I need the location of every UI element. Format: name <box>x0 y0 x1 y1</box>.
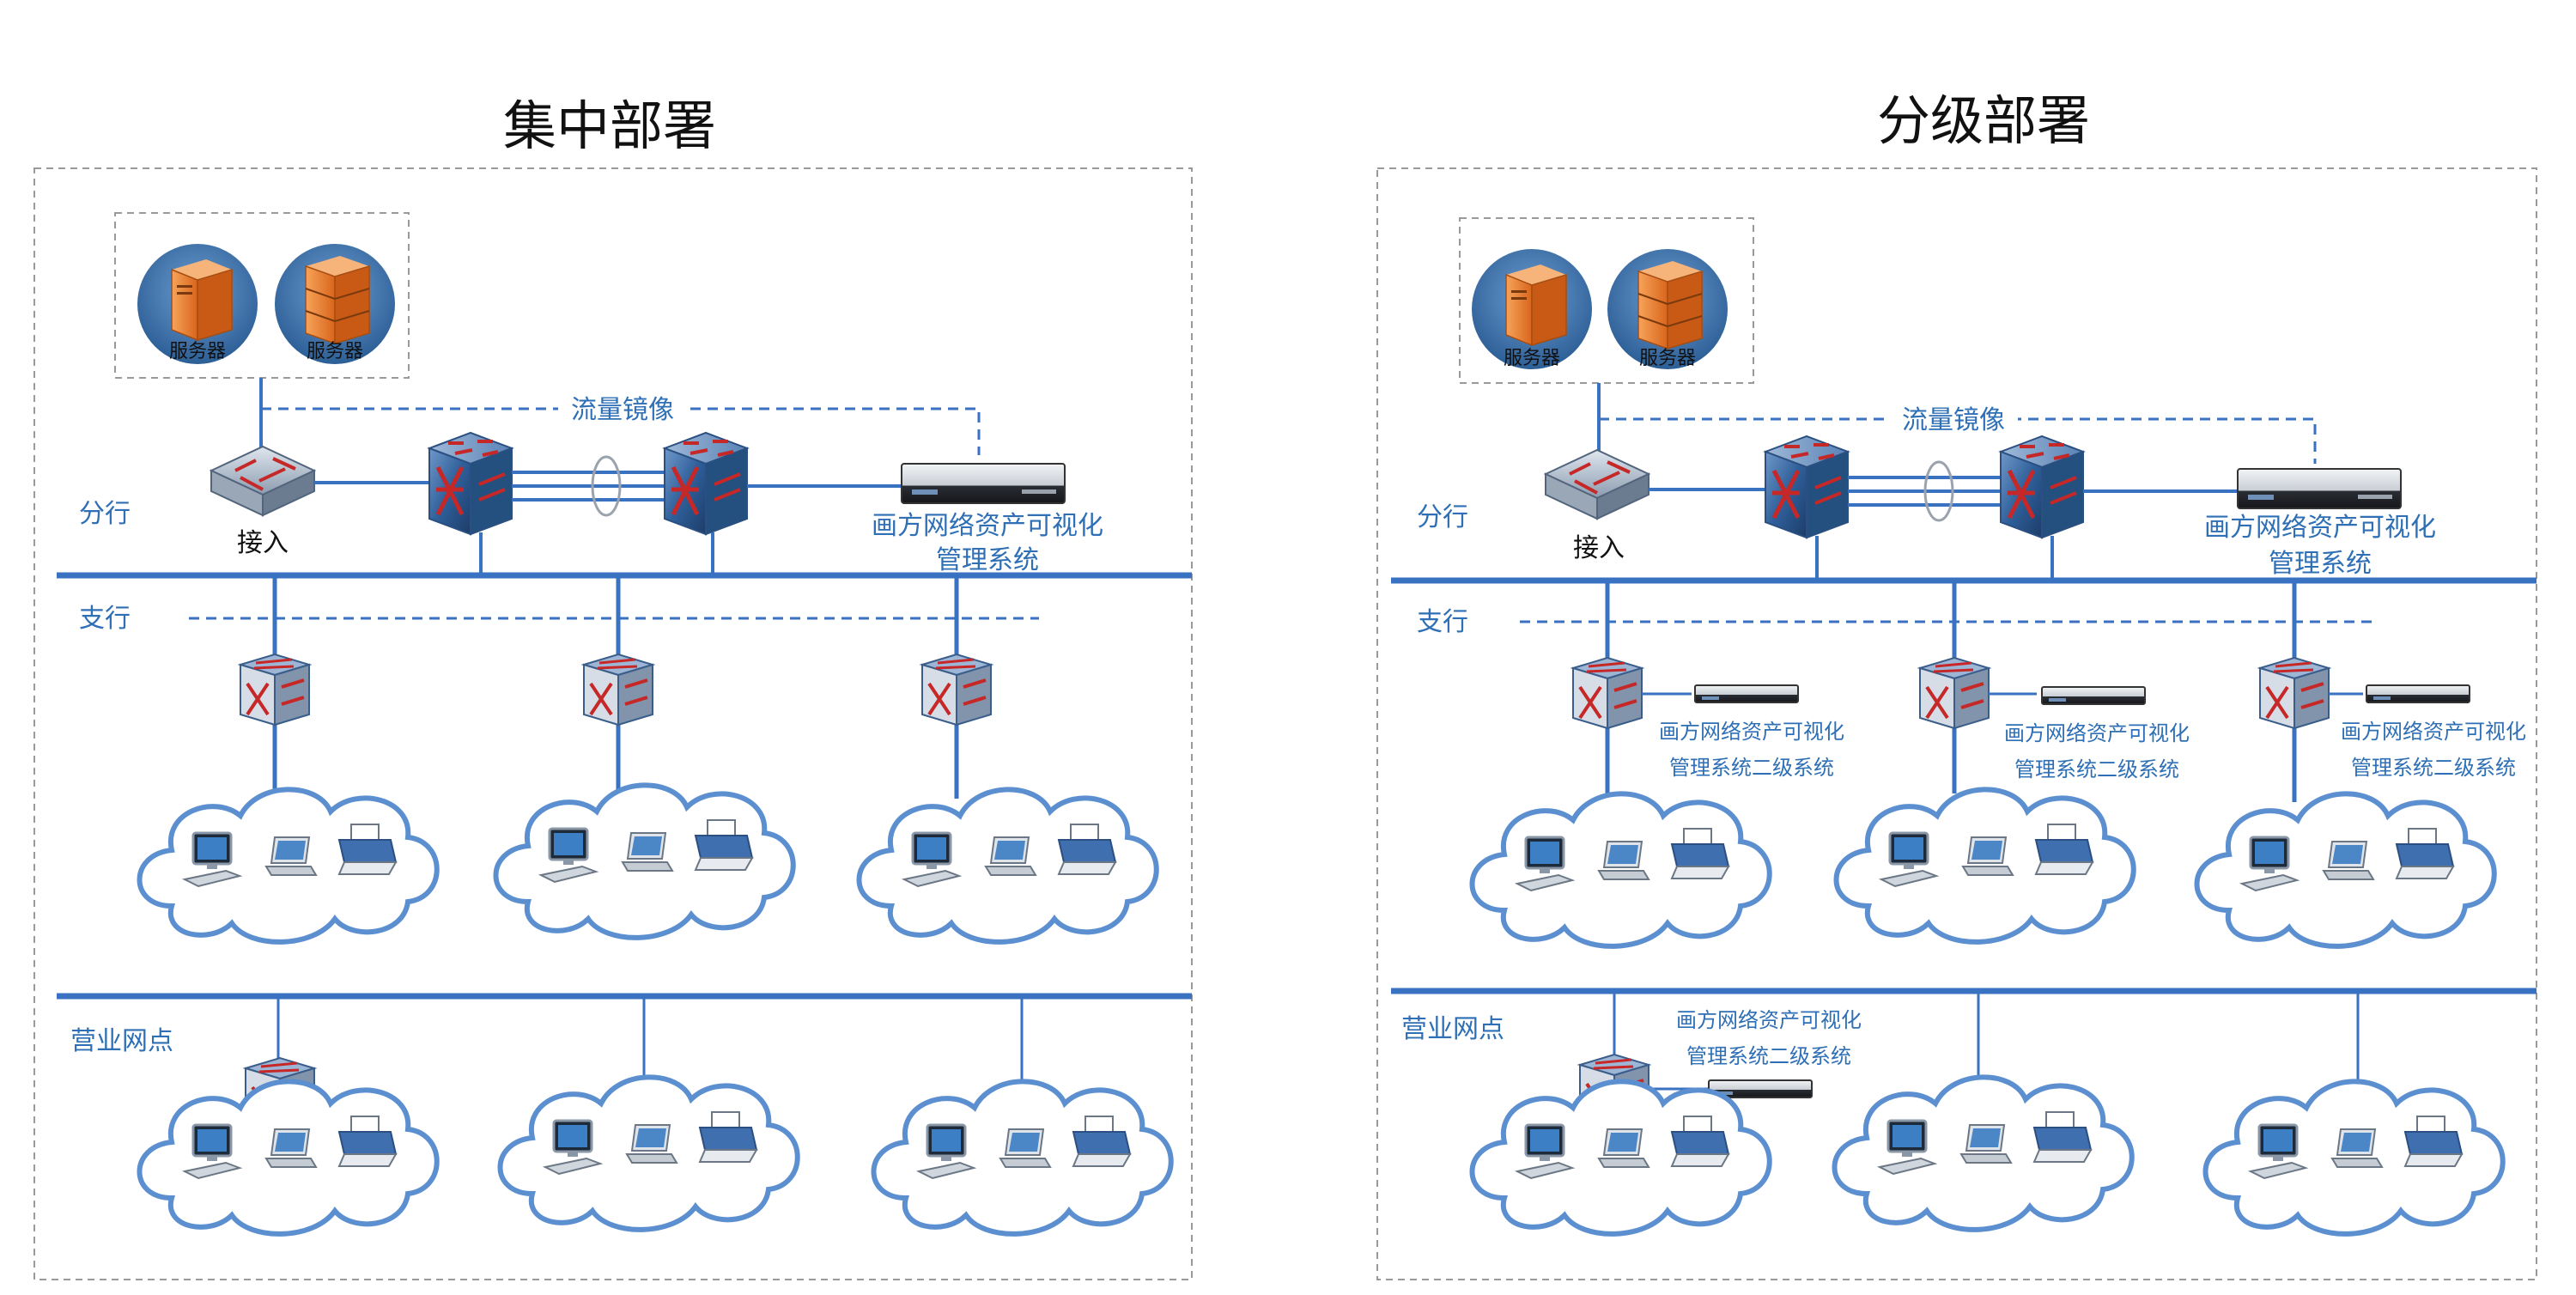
cloud-icon <box>1473 793 1770 946</box>
secondary-label-line2: 管理系统二级系统 <box>2014 757 2179 781</box>
system-label-line1: 画方网络资产可视化 <box>2204 513 2436 543</box>
access-label: 接入 <box>1573 533 1625 563</box>
secondary-label-line1: 画方网络资产可视化 <box>1676 1008 1862 1032</box>
tier-label-branch: 分行 <box>79 499 131 529</box>
secondary-label-line2: 管理系统二级系统 <box>2351 756 2516 780</box>
tier-label-outlet: 营业网点 <box>1401 1014 1504 1044</box>
link-aggregation-icon <box>591 455 622 517</box>
mirror-label: 流量镜像 <box>1902 405 2005 435</box>
cloud-icon <box>2206 1081 2503 1234</box>
access-label: 接入 <box>237 528 289 558</box>
mirror-label: 流量镜像 <box>571 395 674 425</box>
appliance-icon <box>2041 686 2146 705</box>
core-switch-icon <box>1765 436 1848 538</box>
router-icon <box>239 653 311 727</box>
cloud-icon <box>1473 1081 1770 1234</box>
secondary-label-line1: 画方网络资产可视化 <box>2341 720 2526 744</box>
router-icon <box>582 653 654 727</box>
cloud-icon <box>874 1081 1171 1234</box>
core-switch-icon <box>665 433 747 534</box>
appliance-icon <box>2237 468 2402 509</box>
server-label: 服务器 <box>1504 348 1560 369</box>
tier-label-subbranch: 支行 <box>1417 607 1468 637</box>
system-label-line1: 画方网络资产可视化 <box>872 511 1103 541</box>
appliance-icon <box>2366 684 2470 703</box>
panel-title: 集中部署 <box>503 94 716 157</box>
tier-label-branch: 分行 <box>1417 502 1468 532</box>
cloud-icon <box>140 1081 437 1234</box>
cloud-icon <box>1837 789 2134 942</box>
appliance-icon <box>1694 684 1799 703</box>
cloud-icon <box>496 785 793 938</box>
link-aggregation-icon <box>1923 460 1954 522</box>
cloud-icon <box>860 789 1157 942</box>
panel-title: 分级部署 <box>1877 89 2090 152</box>
cloud-icon <box>140 789 437 942</box>
secondary-label-line1: 画方网络资产可视化 <box>1659 720 1844 744</box>
router-icon <box>2258 656 2330 730</box>
router-icon <box>920 653 993 727</box>
core-switch-icon <box>2001 436 2083 538</box>
server-label: 服务器 <box>169 341 226 362</box>
traffic-mirror-line <box>1599 417 2317 464</box>
core-switch-icon <box>429 433 512 534</box>
traffic-mirror-line <box>261 407 981 455</box>
panel-border <box>1376 167 2537 1280</box>
panel-hierarchical: 分级部署 服务器 服务器 流量镜像 接入 画方网络资产可视化 管理系统 分行 支… <box>1376 89 2537 1280</box>
cloud-icon <box>1835 1077 2132 1230</box>
system-label-line2: 管理系统 <box>936 545 1039 575</box>
server-label: 服务器 <box>307 341 363 362</box>
panel-centralized: 集中部署 服务器 服务器 流量镜像 接入 画方网络资产可视化 管理系统 分行 <box>33 94 1193 1280</box>
server-group-border <box>1459 217 1754 384</box>
server-label: 服务器 <box>1639 348 1696 369</box>
cloud-icon <box>2197 793 2494 946</box>
router-icon <box>1571 656 1643 730</box>
secondary-label-line2: 管理系统二级系统 <box>1686 1044 1851 1068</box>
tier-label-outlet: 营业网点 <box>70 1026 173 1056</box>
appliance-icon <box>901 463 1066 504</box>
tier-label-subbranch: 支行 <box>79 604 131 634</box>
panel-border <box>33 167 1193 1280</box>
system-label-line2: 管理系统 <box>2269 549 2372 579</box>
secondary-label-line2: 管理系统二级系统 <box>1669 756 1834 780</box>
cloud-icon <box>501 1077 798 1230</box>
access-switch-icon <box>210 445 316 517</box>
router-icon <box>1918 656 1990 730</box>
access-switch-icon <box>1544 448 1650 520</box>
secondary-label-line1: 画方网络资产可视化 <box>2004 721 2190 745</box>
